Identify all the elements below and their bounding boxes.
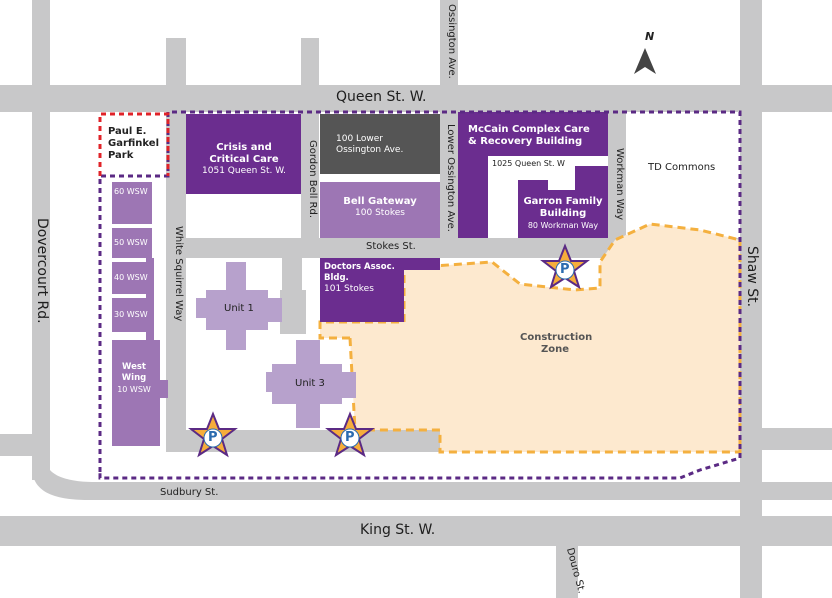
- park-label: Paul E. Garfinkel Park: [108, 126, 160, 161]
- td-commons-label: TD Commons: [648, 162, 716, 173]
- doctors-address: 101 Stokes: [324, 284, 374, 294]
- parking-circle: [340, 428, 360, 448]
- unit1-label: Unit 1: [224, 303, 254, 314]
- westwing-label: West Wing 10 WSW: [114, 362, 154, 396]
- lower-oss-label: 100 Lower Ossington Ave.: [336, 134, 404, 155]
- mccain-name: McCain Complex Care & Recovery Building: [468, 124, 590, 147]
- ossington-label: Ossington Ave.: [446, 4, 457, 79]
- parking-circle: [555, 260, 575, 280]
- dovercourt-curve: [32, 470, 832, 500]
- white-squirrel-label: White Squirrel Way: [173, 226, 184, 322]
- compass-icon: [634, 48, 656, 74]
- stokes-label: Stokes St.: [366, 241, 416, 252]
- dovercourt-label: Dovercourt Rd.: [34, 218, 50, 324]
- buildings: [112, 112, 608, 446]
- westwing-notch: [160, 380, 168, 398]
- w60-label: 60 WSW: [114, 187, 148, 196]
- crisis-building: [186, 114, 301, 194]
- construction-label: Construction Zone: [520, 332, 593, 355]
- connector-b: [282, 258, 302, 298]
- parking-label: P: [560, 262, 570, 277]
- lower-ossington-label: Lower Ossington Ave.: [445, 124, 456, 232]
- north-stub: [166, 38, 186, 85]
- dead-end: [0, 434, 32, 456]
- crisis-name: Crisis and Critical Care: [209, 142, 279, 165]
- mccain-label: McCain Complex Care & Recovery Building: [468, 124, 598, 148]
- parking-label: P: [345, 430, 355, 445]
- w30-building: [112, 298, 152, 332]
- unit3-label: Unit 3: [295, 378, 325, 389]
- doctors-label: Doctors Assoc. Bldg. 101 Stokes: [324, 262, 396, 295]
- garron-building: [518, 166, 608, 238]
- sudbury-label: Sudbury St.: [160, 487, 219, 498]
- workman-road: [608, 112, 626, 238]
- stokes-road: [166, 238, 740, 258]
- king-st-label: King St. W.: [360, 522, 436, 538]
- dead-end-right: [762, 428, 832, 450]
- w40-label: 40 WSW: [114, 273, 148, 282]
- bell-label: Bell Gateway 100 Stokes: [326, 196, 434, 219]
- parking-label: P: [208, 430, 218, 445]
- compass-label: N: [645, 30, 655, 43]
- westwing-building: [112, 340, 160, 446]
- bell-address: 100 Stokes: [355, 208, 405, 218]
- doctors-annex: [404, 258, 440, 270]
- shaw-road: [740, 0, 762, 598]
- westwing-address: 10 WSW: [117, 385, 151, 394]
- white-squirrel-road: [166, 112, 186, 452]
- westwing-name: West Wing: [121, 362, 147, 383]
- garron-address: 80 Workman Way: [527, 221, 599, 230]
- bell-building: [320, 182, 440, 238]
- w50-building: [112, 228, 152, 258]
- q1025-label: 1025 Queen St. W: [492, 159, 565, 168]
- w60-building: [112, 182, 152, 224]
- crisis-address: 1051 Queen St. W.: [202, 166, 286, 176]
- park-boundary: [98, 112, 170, 176]
- lower-oss-building: [320, 114, 440, 174]
- workman-label: Workman Way: [614, 148, 625, 221]
- w30-label: 30 WSW: [114, 310, 148, 319]
- douro-road: [556, 546, 578, 598]
- w40-building: [112, 262, 152, 294]
- queen-st-road: [0, 85, 832, 112]
- dovercourt-road: [32, 0, 50, 480]
- garron-name: Garron Family Building: [523, 196, 603, 219]
- gordon-bell-label: Gordon Bell Rd.: [307, 140, 318, 219]
- unit3-building: [266, 340, 356, 428]
- parking-markers: [188, 243, 590, 458]
- queen-st-label: Queen St. W.: [336, 89, 427, 105]
- crisis-label: Crisis and Critical Care 1051 Queen St. …: [196, 142, 292, 177]
- shaw-label: Shaw St.: [744, 246, 760, 308]
- king-st-road: [0, 516, 832, 546]
- doctors-building: [320, 258, 404, 322]
- doctors-name: Doctors Assoc. Bldg.: [324, 262, 395, 283]
- wsw-link: [146, 258, 154, 340]
- campus-boundary: [98, 110, 742, 480]
- mccain-building: [458, 112, 608, 238]
- w50-label: 50 WSW: [114, 238, 148, 247]
- gordon-bell-road: [301, 38, 319, 238]
- parking-circle: [203, 428, 223, 448]
- bell-name: Bell Gateway: [343, 196, 417, 207]
- ossington-road: [440, 0, 458, 240]
- unit1-building: [196, 262, 282, 350]
- garron-label: Garron Family Building 80 Workman Way: [522, 196, 604, 232]
